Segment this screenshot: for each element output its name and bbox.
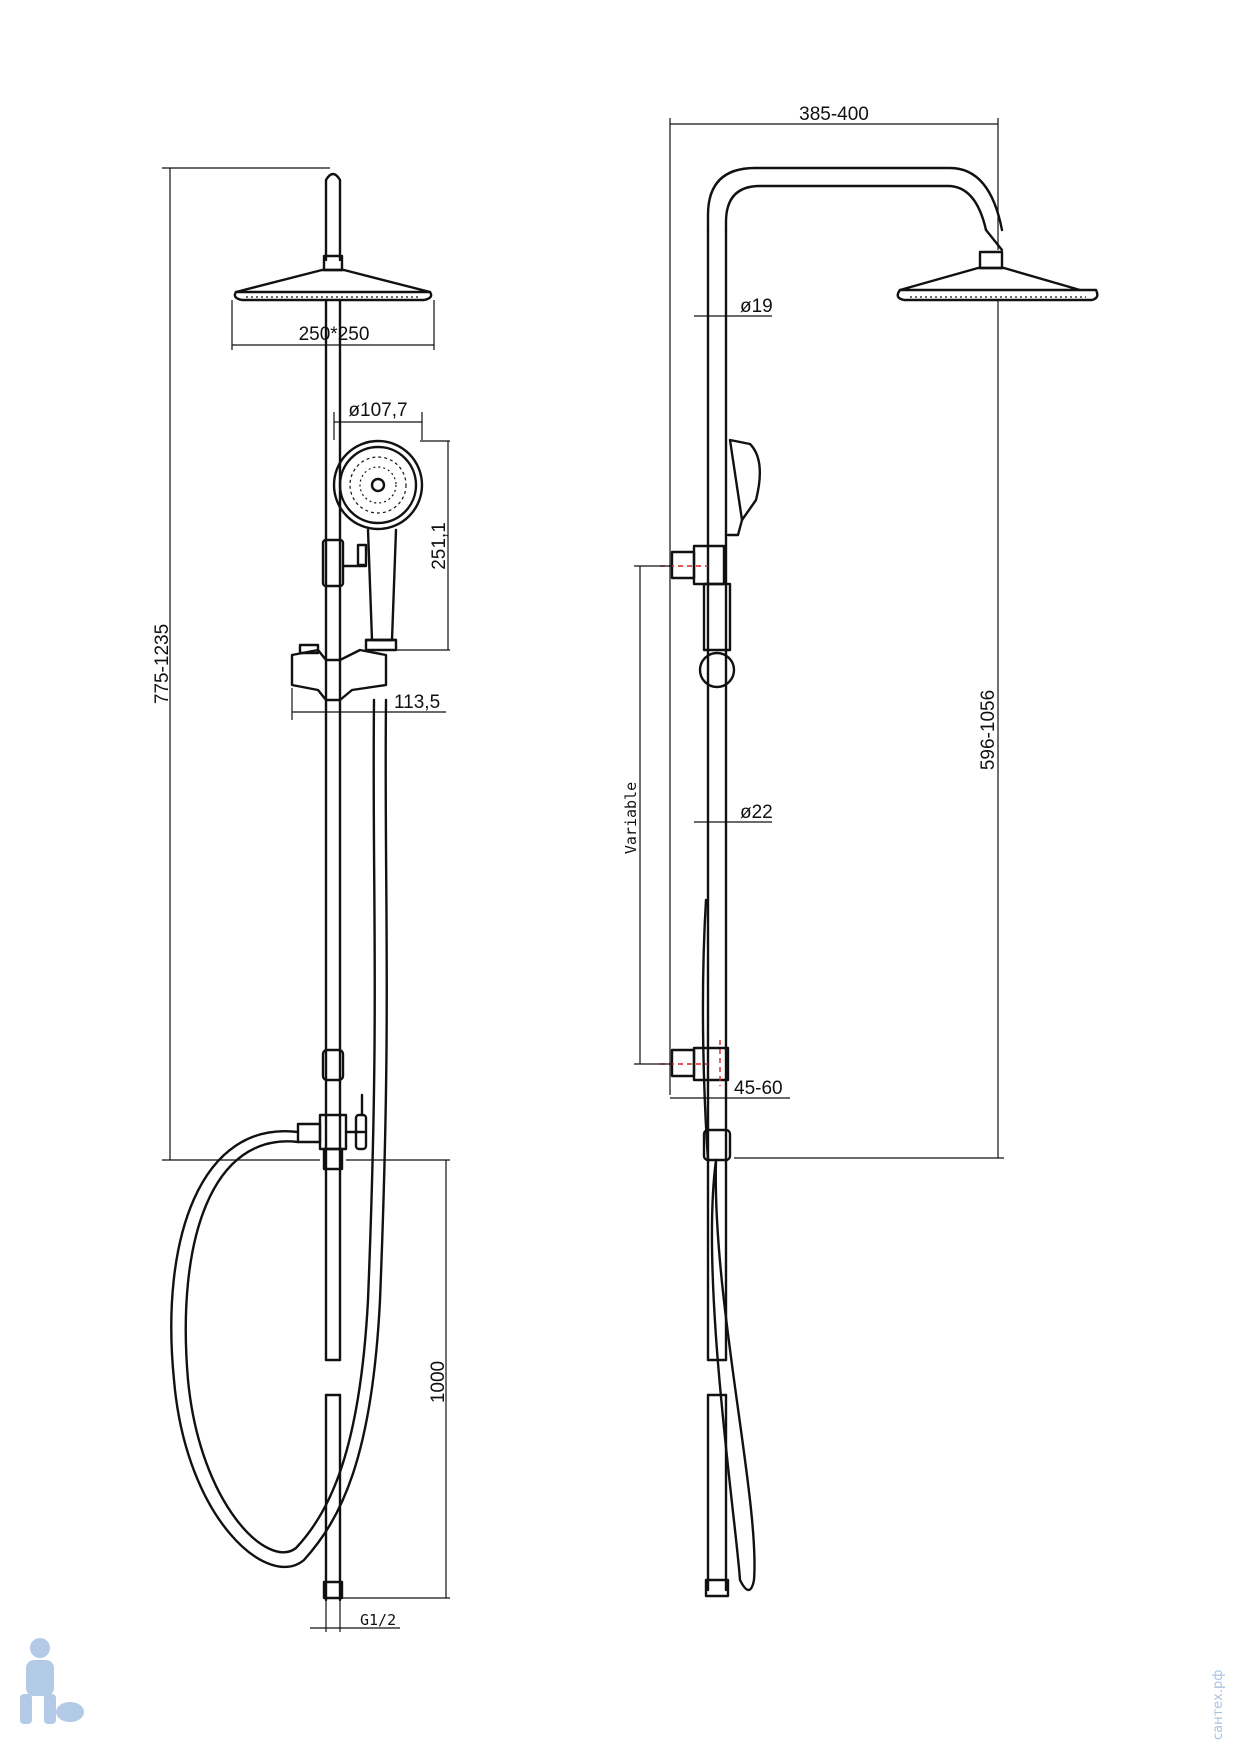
dim-diameter-19: ø19 [740,296,773,317]
dim-head-size: 250*250 [299,324,370,345]
hose-side [701,898,756,1592]
rain-shower-head-side [896,250,1099,302]
dim-diameter-22: ø22 [740,802,773,823]
diverter-front [296,1093,368,1171]
front-dimension-lines [162,167,450,1632]
dim-holder: 113,5 [394,692,440,713]
shower-hose-front [170,698,388,1569]
dim-variable: Variable [622,782,640,854]
dim-bracket-offset: 45-60 [734,1078,783,1099]
front-view: 775-1235 250*250 ø107,7 251,1 113,5 1000… [152,167,450,1632]
dim-overall-height: 775-1235 [152,624,173,704]
hand-shower-side [726,438,762,537]
riser-pipe-front [322,298,344,1602]
hand-shower-front [332,439,424,652]
dim-thread: G1/2 [360,1611,396,1629]
slide-holder-side [698,582,736,689]
side-view: 385-400 ø19 ø22 Variable 45-60 596-1056 [622,104,1099,1598]
rain-shower-head-front [233,172,433,302]
watermark-text: сантех.рф [1211,1670,1226,1740]
upper-holder-front [321,538,368,588]
dim-hand-length: 251,1 [429,522,450,570]
side-dimension-lines [634,118,1004,1159]
lower-bracket-side [660,1040,730,1086]
dim-hand-diameter: ø107,7 [348,400,407,421]
riser-arch-side [706,166,1004,252]
lower-coupling-front [321,1048,345,1082]
dim-mixer-to-head: 596-1056 [978,690,999,770]
riser-pipe-side [704,228,730,1598]
dim-hose-length: 1000 [428,1361,449,1403]
slide-holder-front [290,643,388,702]
watermark-figure [20,1638,84,1724]
dim-reach: 385-400 [799,104,869,125]
